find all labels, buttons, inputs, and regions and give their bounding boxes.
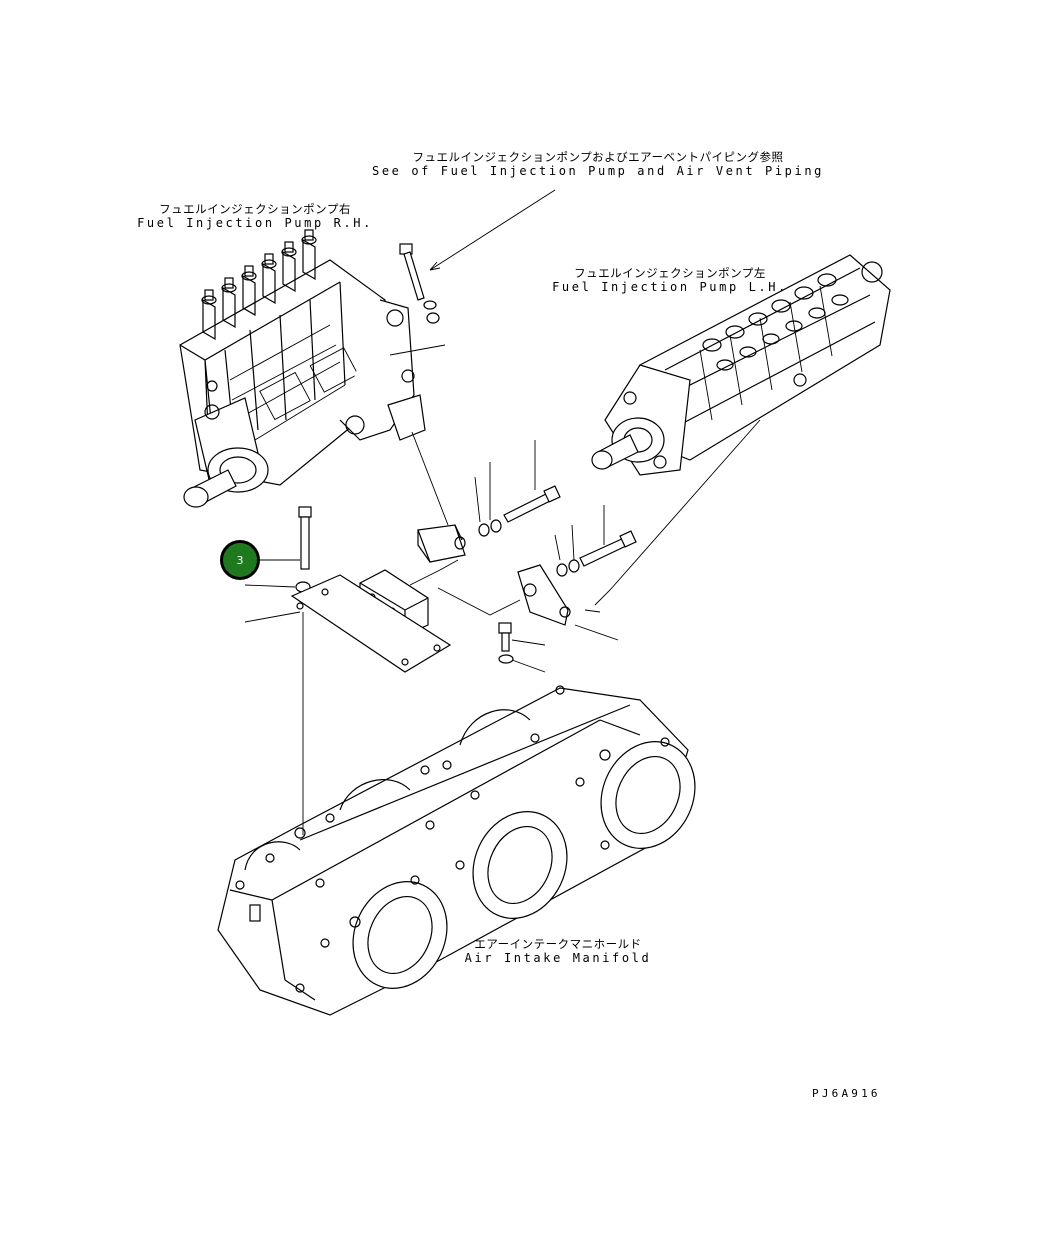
air-intake-manifold-label: エアーインテークマニホールド Air Intake Manifold [465, 937, 652, 965]
air-intake-manifold-label-en: Air Intake Manifold [464, 951, 652, 965]
see-of-pump-piping-label: フュエルインジェクションポンプおよびエアーベントパイピング参照 See of F… [372, 150, 824, 178]
fuel-injection-pump-lh [591, 254, 891, 476]
fuel-injection-pump-lh-label-jp: フュエルインジェクションポンプ左 [574, 266, 766, 280]
see-of-pump-piping-label-en: See of Fuel Injection Pump and Air Vent … [372, 164, 824, 178]
air-intake-manifold [217, 685, 696, 1016]
mounting-hardware [290, 243, 637, 673]
fuel-injection-pump-rh [179, 229, 426, 508]
drawing-code: PJ6A916 [812, 1087, 881, 1100]
fuel-injection-pump-rh-label: フュエルインジェクションポンプ右 Fuel Injection Pump R.H… [137, 202, 373, 230]
leader-lines [244, 189, 761, 835]
part-callout-3[interactable]: 3 [220, 540, 260, 580]
fuel-injection-pump-lh-label-en: Fuel Injection Pump L.H. [552, 280, 788, 294]
air-intake-manifold-label-jp: エアーインテークマニホールド [474, 937, 642, 951]
fuel-injection-pump-rh-label-jp: フュエルインジェクションポンプ右 [159, 202, 351, 216]
fuel-injection-pump-rh-label-en: Fuel Injection Pump R.H. [137, 216, 373, 230]
see-of-pump-piping-label-jp: フュエルインジェクションポンプおよびエアーベントパイピング参照 [412, 150, 784, 164]
fuel-injection-pump-lh-label: フュエルインジェクションポンプ左 Fuel Injection Pump L.H… [552, 266, 788, 294]
